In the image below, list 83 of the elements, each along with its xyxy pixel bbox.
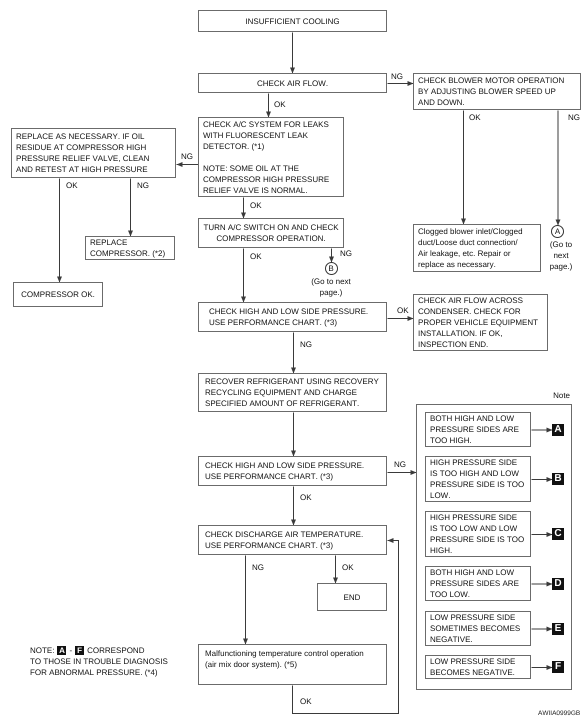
process-box: END xyxy=(317,583,387,611)
edge-label: OK xyxy=(396,306,410,316)
edge-label: OK xyxy=(249,201,263,211)
edge-label: NG xyxy=(567,113,581,123)
process-box: COMPRESSOR OK. xyxy=(13,282,103,307)
process-box: CHECK DISCHARGE AIR TEMPERATURE. USE PERFORMANCE CHART. (*3) xyxy=(198,525,387,555)
panel-heading: Note xyxy=(553,390,570,401)
note-text: NOTE: xyxy=(30,645,54,656)
process-box: CHECK AIR FLOW ACROSS CONDENSER. CHECK FOR PROPER VEHICLE EQUIPMENT INSTALLATION. IF OK, INSPECTION END. xyxy=(413,294,548,351)
arrow xyxy=(266,93,271,118)
letter-tag: A xyxy=(552,424,564,436)
arrow xyxy=(243,555,248,645)
letter-tag: A xyxy=(57,646,66,655)
process-box xyxy=(198,117,344,197)
edge-label: OK xyxy=(273,100,287,110)
page-reference: (Go to next page.) xyxy=(310,276,352,298)
arrow xyxy=(290,32,295,74)
arrow xyxy=(291,486,296,526)
note-text: CORRESPOND xyxy=(87,645,144,656)
condition-box: HIGH PRESSURE SIDE IS TOO HIGH AND LOW PRESSURE SIDE IS TOO LOW. xyxy=(425,456,531,502)
process-box: Clogged blower inlet/Clogged duct/Loose duct connection/ Air leakage, etc. Repair or replace as necessary. xyxy=(413,224,541,272)
edge-label: OK xyxy=(249,252,263,262)
process-box: Malfunctioning temperature control operation (air mix door system). (*5) xyxy=(198,644,387,685)
edge-label: NG xyxy=(180,152,194,162)
process-box: CHECK HIGH AND LOW SIDE PRESSURE. USE PERFORMANCE CHART. (*3) xyxy=(198,302,387,332)
edge-label: OK xyxy=(341,563,355,573)
arrow xyxy=(241,248,246,303)
condition-box: BOTH HIGH AND LOW PRESSURE SIDES ARE TOO LOW. xyxy=(425,566,531,601)
process-box: TURN A/C SWITCH ON AND CHECK COMPRESSOR OPERATION. xyxy=(198,218,344,248)
arrow xyxy=(333,555,338,584)
arrow xyxy=(387,81,414,86)
letter-tag: F xyxy=(552,661,564,673)
process-box: CHECK HIGH AND LOW SIDE PRESSURE. USE PERFORMANCE CHART. (*3) xyxy=(198,456,387,486)
condition-box: LOW PRESSURE SIDE SOMETIMES BECOMES NEGATIVE. xyxy=(425,611,531,646)
arrow xyxy=(291,332,296,374)
arrow xyxy=(387,470,417,475)
arrow xyxy=(329,248,334,263)
page-reference: (Go to next page.) xyxy=(548,239,574,272)
arrow xyxy=(531,428,553,432)
connector-circle: B xyxy=(324,262,338,275)
letter-tag: D xyxy=(552,578,564,590)
arrow xyxy=(531,665,553,670)
arrow xyxy=(531,477,553,482)
process-box: INSUFFICIENT COOLING xyxy=(198,10,387,32)
condition-box: HIGH PRESSURE SIDE IS TOO LOW AND LOW PRESSURE SIDE IS TOO HIGH. xyxy=(425,511,531,557)
edge-label: NG xyxy=(339,249,353,259)
edge-label: OK xyxy=(65,181,79,191)
arrow xyxy=(241,197,246,219)
note-text: TO THOSE IN TROUBLE DIAGNOSIS FOR ABNORMAL PRESSURE. (*4) xyxy=(30,656,169,678)
arrow xyxy=(128,178,133,237)
edge-label: NG xyxy=(299,340,313,350)
edge-label: OK xyxy=(468,113,482,123)
arrow xyxy=(556,110,560,226)
step-note: NOTE: SOME OIL AT THE COMPRESSOR HIGH PRESSURE RELIEF VALVE IS NORMAL. xyxy=(203,162,330,196)
connector-circle: A xyxy=(551,225,564,238)
edge-label: NG xyxy=(393,460,407,470)
process-box: REPLACE AS NECESSARY. IF OIL RESIDUE AT COMPRESSOR HIGH PRESSURE RELIEF VALVE, CLEAN AND RETEST AT HIGH PRESSURE xyxy=(11,128,176,178)
arrow xyxy=(387,316,414,321)
letter-tag: E xyxy=(552,622,564,634)
process-box: CHECK AIR FLOW. xyxy=(198,73,387,93)
letter-tag: B xyxy=(552,473,564,485)
process-box: REPLACE COMPRESSOR. (*2) xyxy=(85,236,175,260)
arrow xyxy=(461,110,466,225)
process-box: CHECK BLOWER MOTOR OPERATION BY ADJUSTING BLOWER SPEED UP AND DOWN. xyxy=(413,73,581,110)
arrow xyxy=(531,626,553,632)
edge-label: NG xyxy=(390,72,404,82)
edge-label: NG xyxy=(251,563,265,573)
arrow xyxy=(291,412,296,457)
letter-tag: F xyxy=(75,646,84,655)
process-box: RECOVER REFRIGERANT USING RECOVERY RECYCLING EQUIPMENT AND CHARGE SPECIFIED AMOUNT OF REFRIGERANT. xyxy=(198,373,387,412)
edge-label: OK xyxy=(299,697,313,707)
arrow xyxy=(292,538,399,714)
letter-tag: C xyxy=(552,528,564,540)
step-text: CHECK A/C SYSTEM FOR LEAKS WITH FLUORESCENT LEAK DETECTOR. (*1) xyxy=(203,118,330,152)
note-text: - xyxy=(69,645,72,656)
condition-box: LOW PRESSURE SIDE BECOMES NEGATIVE. xyxy=(425,655,531,679)
arrow xyxy=(176,162,199,167)
arrow xyxy=(57,178,62,283)
edge-label: OK xyxy=(299,493,313,503)
arrow xyxy=(531,582,553,586)
edge-label: NG xyxy=(136,181,150,191)
condition-box: BOTH HIGH AND LOW PRESSURE SIDES ARE TOO HIGH. xyxy=(425,412,531,447)
arrow xyxy=(531,532,553,537)
